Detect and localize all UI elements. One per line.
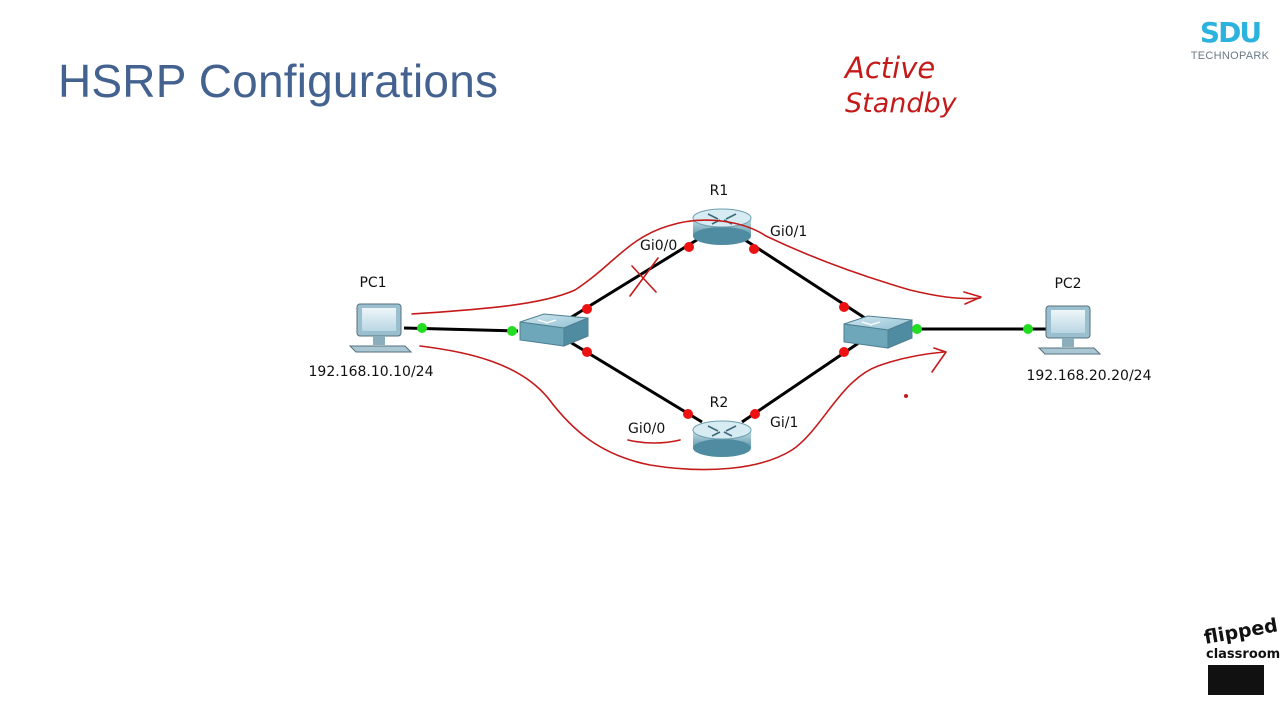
standby-path-arrow	[419, 345, 945, 471]
port-light-r2-gi00	[683, 409, 693, 419]
page-title: HSRP Configurations	[58, 55, 499, 107]
switch1-icon[interactable]	[519, 313, 589, 347]
port-light-sw1-r2	[582, 347, 592, 357]
active-handwritten-note: Active	[843, 51, 935, 85]
active-path-arrow	[411, 219, 981, 315]
port-light-r1-gi01	[749, 244, 759, 254]
r1-port-gi01-label: Gi0/1	[770, 224, 807, 240]
port-light-pc1	[417, 323, 427, 333]
link-sw1-r2	[569, 340, 703, 424]
flipped-classroom-logo: flipped classroom	[1202, 614, 1280, 708]
router-r1-label: R1	[710, 183, 729, 199]
port-light-sw1-r1	[582, 304, 592, 314]
pc1-label: PC1	[359, 275, 386, 291]
port-light-sw1-pc1	[507, 326, 517, 336]
r2-port-gi00-label: Gi0/0	[628, 421, 665, 437]
pc2-ip-label: 192.168.20.20/24	[1027, 368, 1152, 384]
standby-handwritten-note: Standby	[845, 88, 958, 119]
port-light-sw2-r1	[839, 302, 849, 312]
sdu-logo-mark: SDU	[1199, 16, 1262, 49]
link-sw1-r1	[569, 236, 701, 320]
r1-port-gi00-label: Gi0/0	[640, 238, 677, 254]
port-light-r2-gi1	[750, 409, 760, 419]
router-r2-label: R2	[710, 395, 729, 411]
sdu-logo-subtitle: TECHNOPARK	[1190, 50, 1270, 62]
router-r2-icon[interactable]	[692, 420, 752, 457]
pc1-computer-icon[interactable]	[348, 303, 413, 353]
pc2-label: PC2	[1054, 276, 1081, 292]
port-light-sw2-pc2	[912, 324, 922, 334]
port-light-r1-gi00	[684, 242, 694, 252]
link-r1-sw2	[741, 236, 869, 322]
r2-port-gi1-label: Gi/1	[770, 415, 798, 431]
clapperboard-icon	[1208, 665, 1264, 695]
classroom-logo-word: classroom	[1206, 647, 1280, 662]
standby-arrowhead	[931, 347, 947, 373]
port-light-sw2-r2	[839, 347, 849, 357]
port-light-pc2	[1023, 324, 1033, 334]
pc2-computer-icon[interactable]	[1037, 305, 1102, 355]
pc1-ip-label: 192.168.10.10/24	[309, 364, 434, 380]
router-r1-icon[interactable]	[692, 208, 752, 245]
link-down-x-mark	[629, 257, 659, 297]
sdu-technopark-logo: SDU TECHNOPARK	[1190, 18, 1270, 70]
r2-port-underline	[627, 439, 681, 444]
ink-dot	[903, 393, 908, 398]
active-arrowhead	[963, 291, 982, 305]
switch2-icon[interactable]	[843, 315, 913, 349]
